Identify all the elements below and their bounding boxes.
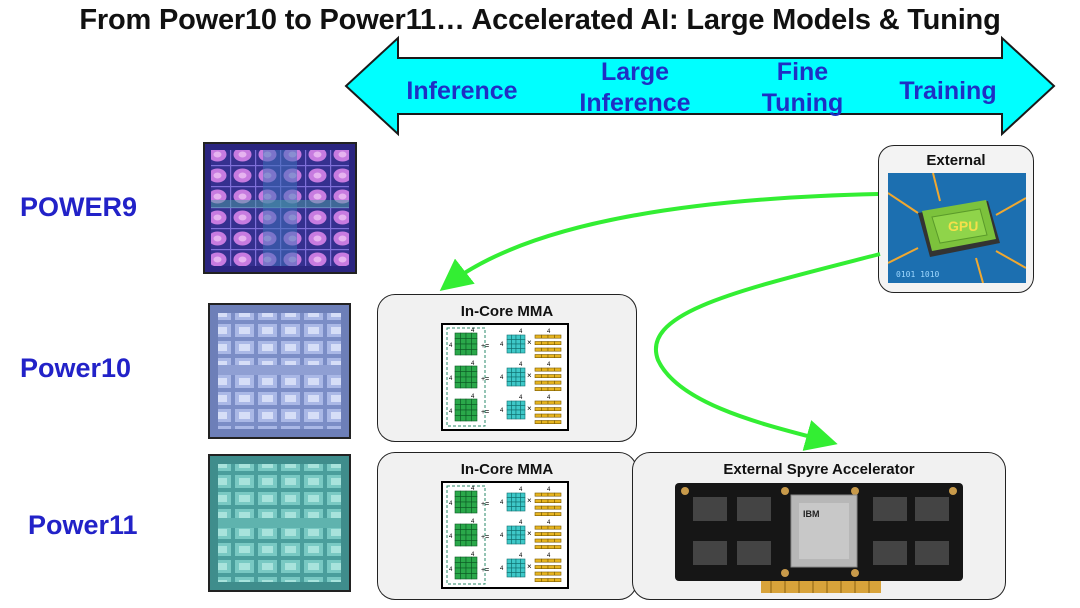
arrow-label-fine-tuning: Fine Tuning [761,58,844,117]
svg-text:4: 4 [500,408,504,414]
arrow-label-inference: Inference [406,77,518,105]
spyre-chip-label: IBM [803,509,820,519]
svg-text:4: 4 [500,375,504,381]
svg-text:4: 4 [519,395,523,401]
svg-text:4: 4 [519,553,523,559]
svg-text:+=: += [481,501,489,508]
svg-text:×: × [527,529,532,538]
spyre-accelerator-panel: External Spyre Accelerator IBM [632,452,1006,600]
svg-text:4: 4 [547,487,551,493]
svg-text:4: 4 [449,376,453,382]
arrow-label-training: Training [899,77,997,105]
svg-text:×: × [527,562,532,571]
external-gpu-box: External GPU 0101 1010 [878,145,1034,293]
workload-range-arrow [344,35,1056,137]
row-label-power11: Power11 [28,510,138,540]
svg-text:+=: += [481,534,489,541]
svg-text:×: × [527,371,532,380]
svg-text:4: 4 [519,487,523,493]
svg-text:×: × [527,496,532,505]
svg-text:4: 4 [500,342,504,348]
gpu-chip-label: GPU [948,218,978,234]
power11-mma-diagram: 4 4 += 4 4 × 4 4 4 += 4 4 × 4 4 4 += 4 4 × 4 [441,481,569,594]
svg-text:4: 4 [471,519,475,525]
svg-text:4: 4 [449,501,453,507]
power10-mma-panel: In-Core MMA 4 4 += 4 4 × 4 4 4 += 4 4 × 4 4 4 += 4 4 × 4 [377,294,637,442]
svg-text:4: 4 [471,486,475,492]
svg-text:4: 4 [500,500,504,506]
svg-text:+=: += [481,343,489,350]
svg-text:×: × [527,338,532,347]
svg-text:4: 4 [519,329,523,335]
svg-text:4: 4 [471,361,475,367]
power9-die-image [203,142,357,274]
svg-text:+=: += [481,409,489,416]
page-title: From Power10 to Power11… Accelerated AI:… [79,4,1001,36]
svg-text:4: 4 [471,328,475,334]
svg-text:4: 4 [519,362,523,368]
svg-text:4: 4 [449,409,453,415]
arrow-label-large-inference: Large Inference [579,58,691,117]
gpu-chip-image: GPU 0101 1010 [888,173,1026,283]
power11-mma-title: In-Core MMA [460,461,554,478]
svg-text:4: 4 [547,362,551,368]
svg-text:4: 4 [449,343,453,349]
svg-text:4: 4 [547,395,551,401]
external-box-title: External [926,152,986,169]
power10-die-image [208,303,351,439]
svg-text:0101 1010: 0101 1010 [896,270,940,279]
svg-text:4: 4 [547,520,551,526]
spyre-card-image: IBM [675,483,963,593]
svg-text:4: 4 [449,534,453,540]
svg-text:4: 4 [500,533,504,539]
power10-mma-title: In-Core MMA [460,303,554,320]
svg-text:4: 4 [471,394,475,400]
gpu-to-power9-arrow [439,192,879,291]
row-label-power9: POWER9 [20,192,138,222]
svg-text:+=: += [481,567,489,574]
power11-die-image [208,454,351,592]
svg-text:+=: += [481,376,489,383]
svg-text:4: 4 [547,553,551,559]
svg-text:4: 4 [500,566,504,572]
svg-text:4: 4 [471,552,475,558]
spyre-panel-title: External Spyre Accelerator [723,461,915,478]
svg-text:4: 4 [519,520,523,526]
svg-text:4: 4 [547,329,551,335]
power10-mma-diagram: 4 4 += 4 4 × 4 4 4 += 4 4 × 4 4 4 += 4 4 × 4 [441,323,569,436]
gpu-to-spyre-arrow [654,252,881,451]
power11-mma-panel: In-Core MMA 4 4 += 4 4 × 4 4 4 += 4 4 × 4 4 4 += 4 4 × 4 [377,452,637,600]
row-label-power10: Power10 [20,353,132,383]
svg-text:×: × [527,404,532,413]
svg-text:4: 4 [449,567,453,573]
